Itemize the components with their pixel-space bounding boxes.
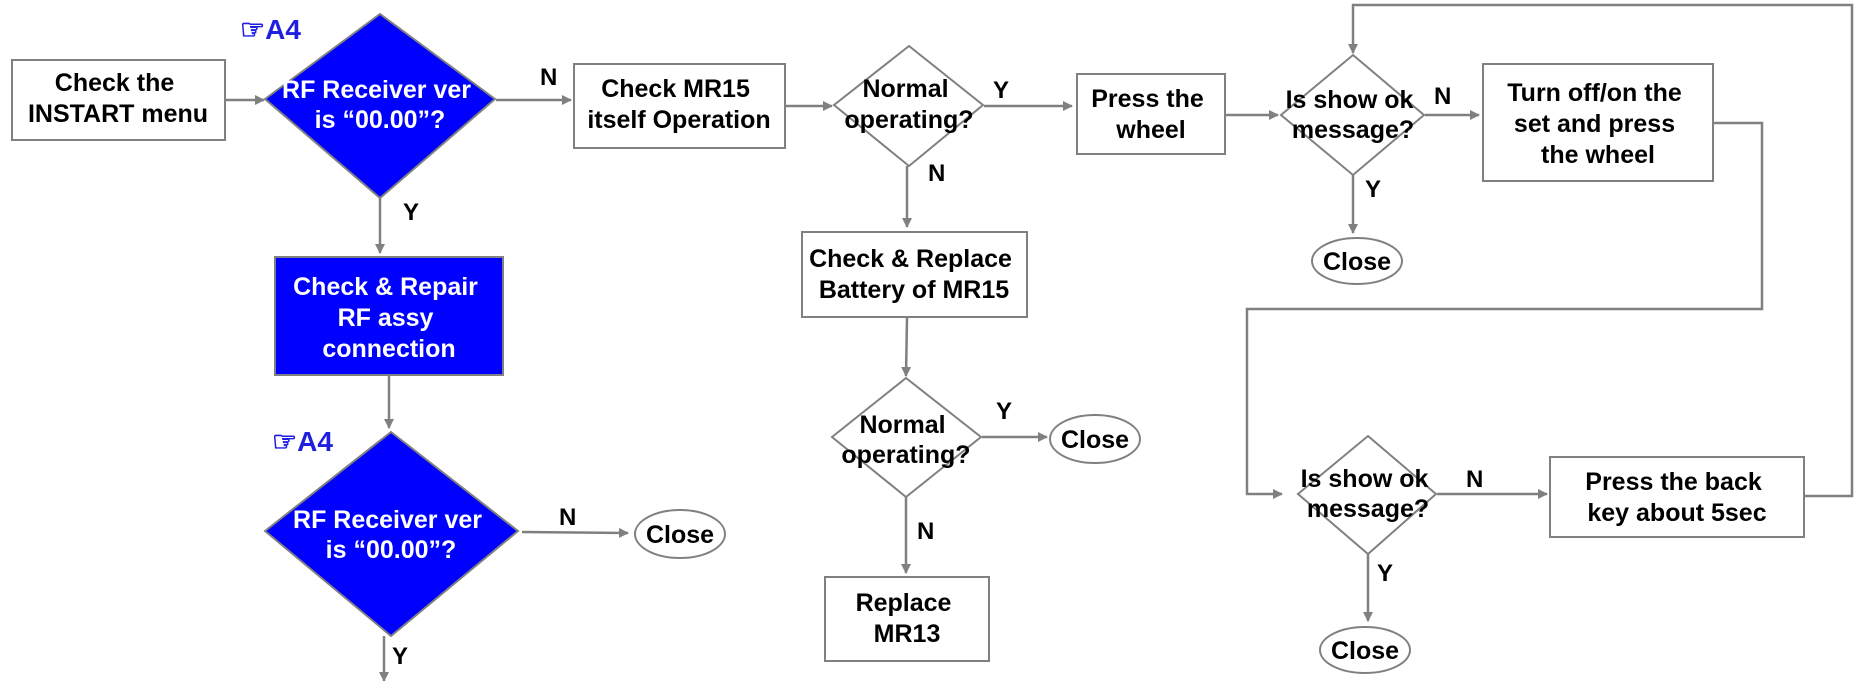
edge-battery-to-op2 [901,317,912,377]
label-no: N [1466,466,1483,493]
node-line: Check & Replace [809,245,1012,273]
svg-text:Check MR15 itself Operat: Check MR15 itself Operation [587,75,770,134]
svg-text:RF Receiver ver is “00.0: RF Receiver ver is “00.00”? [293,506,489,564]
node-line: RF Receiver ver [282,76,471,104]
node-line: Press the back [1585,468,1762,496]
label-no: N [559,504,576,531]
node-line: Is show ok [1301,465,1429,493]
svg-text:Turn off/on the set and: Turn off/on the set and press the wheel [1507,79,1688,169]
svg-text:Normal operating?: Normal operating? [841,411,970,469]
svg-text:Normal operating?: Normal operating? [844,75,973,134]
label-yes: Y [1377,560,1393,587]
node-line: Close [1331,637,1399,665]
node-line: Is show ok [1286,86,1414,114]
process-check-instart: Check the INSTART menu [11,59,226,141]
reference-a4: ☞A4 [272,426,333,457]
node-line: Turn off/on the [1507,79,1682,107]
node-line: INSTART menu [28,100,208,128]
node-line: Normal [862,75,948,103]
node-line: Press the [1091,85,1204,113]
node-line: Check MR15 [601,75,750,103]
terminal-close: Close [1049,414,1141,464]
label-yes: Y [403,199,419,226]
svg-text:Press the wheel: Press the wheel [1091,85,1211,144]
reference-a4: ☞A4 [240,14,301,45]
node-line: Close [1323,248,1391,276]
process-check-repair-rf: Check & Repair RF assy connection [274,256,504,376]
process-check-mr15: Check MR15 itself Operation [573,63,786,149]
label-no: N [917,518,934,545]
label-yes: Y [996,398,1012,425]
svg-text:Replace MR13: Replace MR13 [856,589,959,648]
decision-show-ok-2: Is show ok message? [1296,434,1438,556]
decision-normal-operating-2: Normal operating? [830,376,983,499]
node-line: operating? [844,106,973,134]
svg-text:Is show ok message?: Is show ok message? [1301,465,1436,523]
edge-labels: N Y N Y Y N Y N N Y N Y [392,64,1483,670]
svg-text:Check the INSTART menu: Check the INSTART menu [28,69,208,128]
decision-show-ok-1: Is show ok message? [1279,53,1426,177]
process-press-back-key: Press the back key about 5sec [1549,456,1805,538]
terminal-close: Close [1319,626,1411,674]
node-line: RF Receiver ver [293,506,482,534]
node-line: Close [1061,426,1129,454]
node-line: MR13 [874,620,941,648]
node-line: operating? [841,441,970,469]
terminal-close: Close [1311,237,1403,285]
label-no: N [928,160,945,187]
node-line: message? [1292,116,1414,144]
decision-rf-receiver-2: RF Receiver ver is “00.00”? [263,430,520,638]
node-line: itself Operation [587,106,770,134]
label-no: N [1434,83,1451,110]
edge-rf2-to-close [521,527,629,538]
node-line: is “00.00”? [315,106,446,134]
svg-text:Is show ok message?: Is show ok message? [1286,86,1421,144]
connectors [226,3,1854,681]
label-yes: Y [1365,176,1381,203]
edge-turnoff-to-ok2 [1245,121,1764,499]
label-yes: Y [993,77,1009,104]
process-turn-off-on: Turn off/on the set and press the wheel [1482,63,1714,182]
edge-pressback-loop-to-ok1 [1348,3,1854,498]
node-line: RF assy [338,304,434,332]
node-line: Battery of MR15 [819,276,1009,304]
node-line: key about 5sec [1587,499,1766,527]
process-check-replace-battery: Check & Replace Battery of MR15 [801,231,1028,318]
svg-text:Press the back key about: Press the back key about 5sec [1585,468,1768,527]
node-line: Check & Repair [293,273,478,301]
node-line: Close [646,521,714,549]
node-line: set and press [1514,110,1675,138]
terminal-close: Close [634,509,726,559]
node-line: is “00.00”? [326,536,457,564]
decision-rf-receiver-1: RF Receiver ver is “00.00”? [263,12,497,200]
node-line: wheel [1115,116,1185,144]
label-no: N [540,64,557,91]
svg-text:RF Receiver ver is “00.0: RF Receiver ver is “00.00”? [282,76,478,134]
label-yes: Y [392,643,408,670]
process-press-wheel: Press the wheel [1076,73,1226,155]
node-line: the wheel [1541,141,1655,169]
node-line: connection [322,335,455,363]
svg-text:Check & Replace Battery: Check & Replace Battery of MR15 [809,245,1019,304]
node-line: Check the [55,69,175,97]
process-replace-mr13: Replace MR13 [824,576,990,662]
node-line: Normal [859,411,945,439]
node-line: message? [1307,495,1429,523]
node-line: Replace [856,589,952,617]
decision-normal-operating-1: Normal operating? [832,44,985,168]
svg-text:Check & Repair RF assy: Check & Repair RF assy connection [293,273,485,363]
